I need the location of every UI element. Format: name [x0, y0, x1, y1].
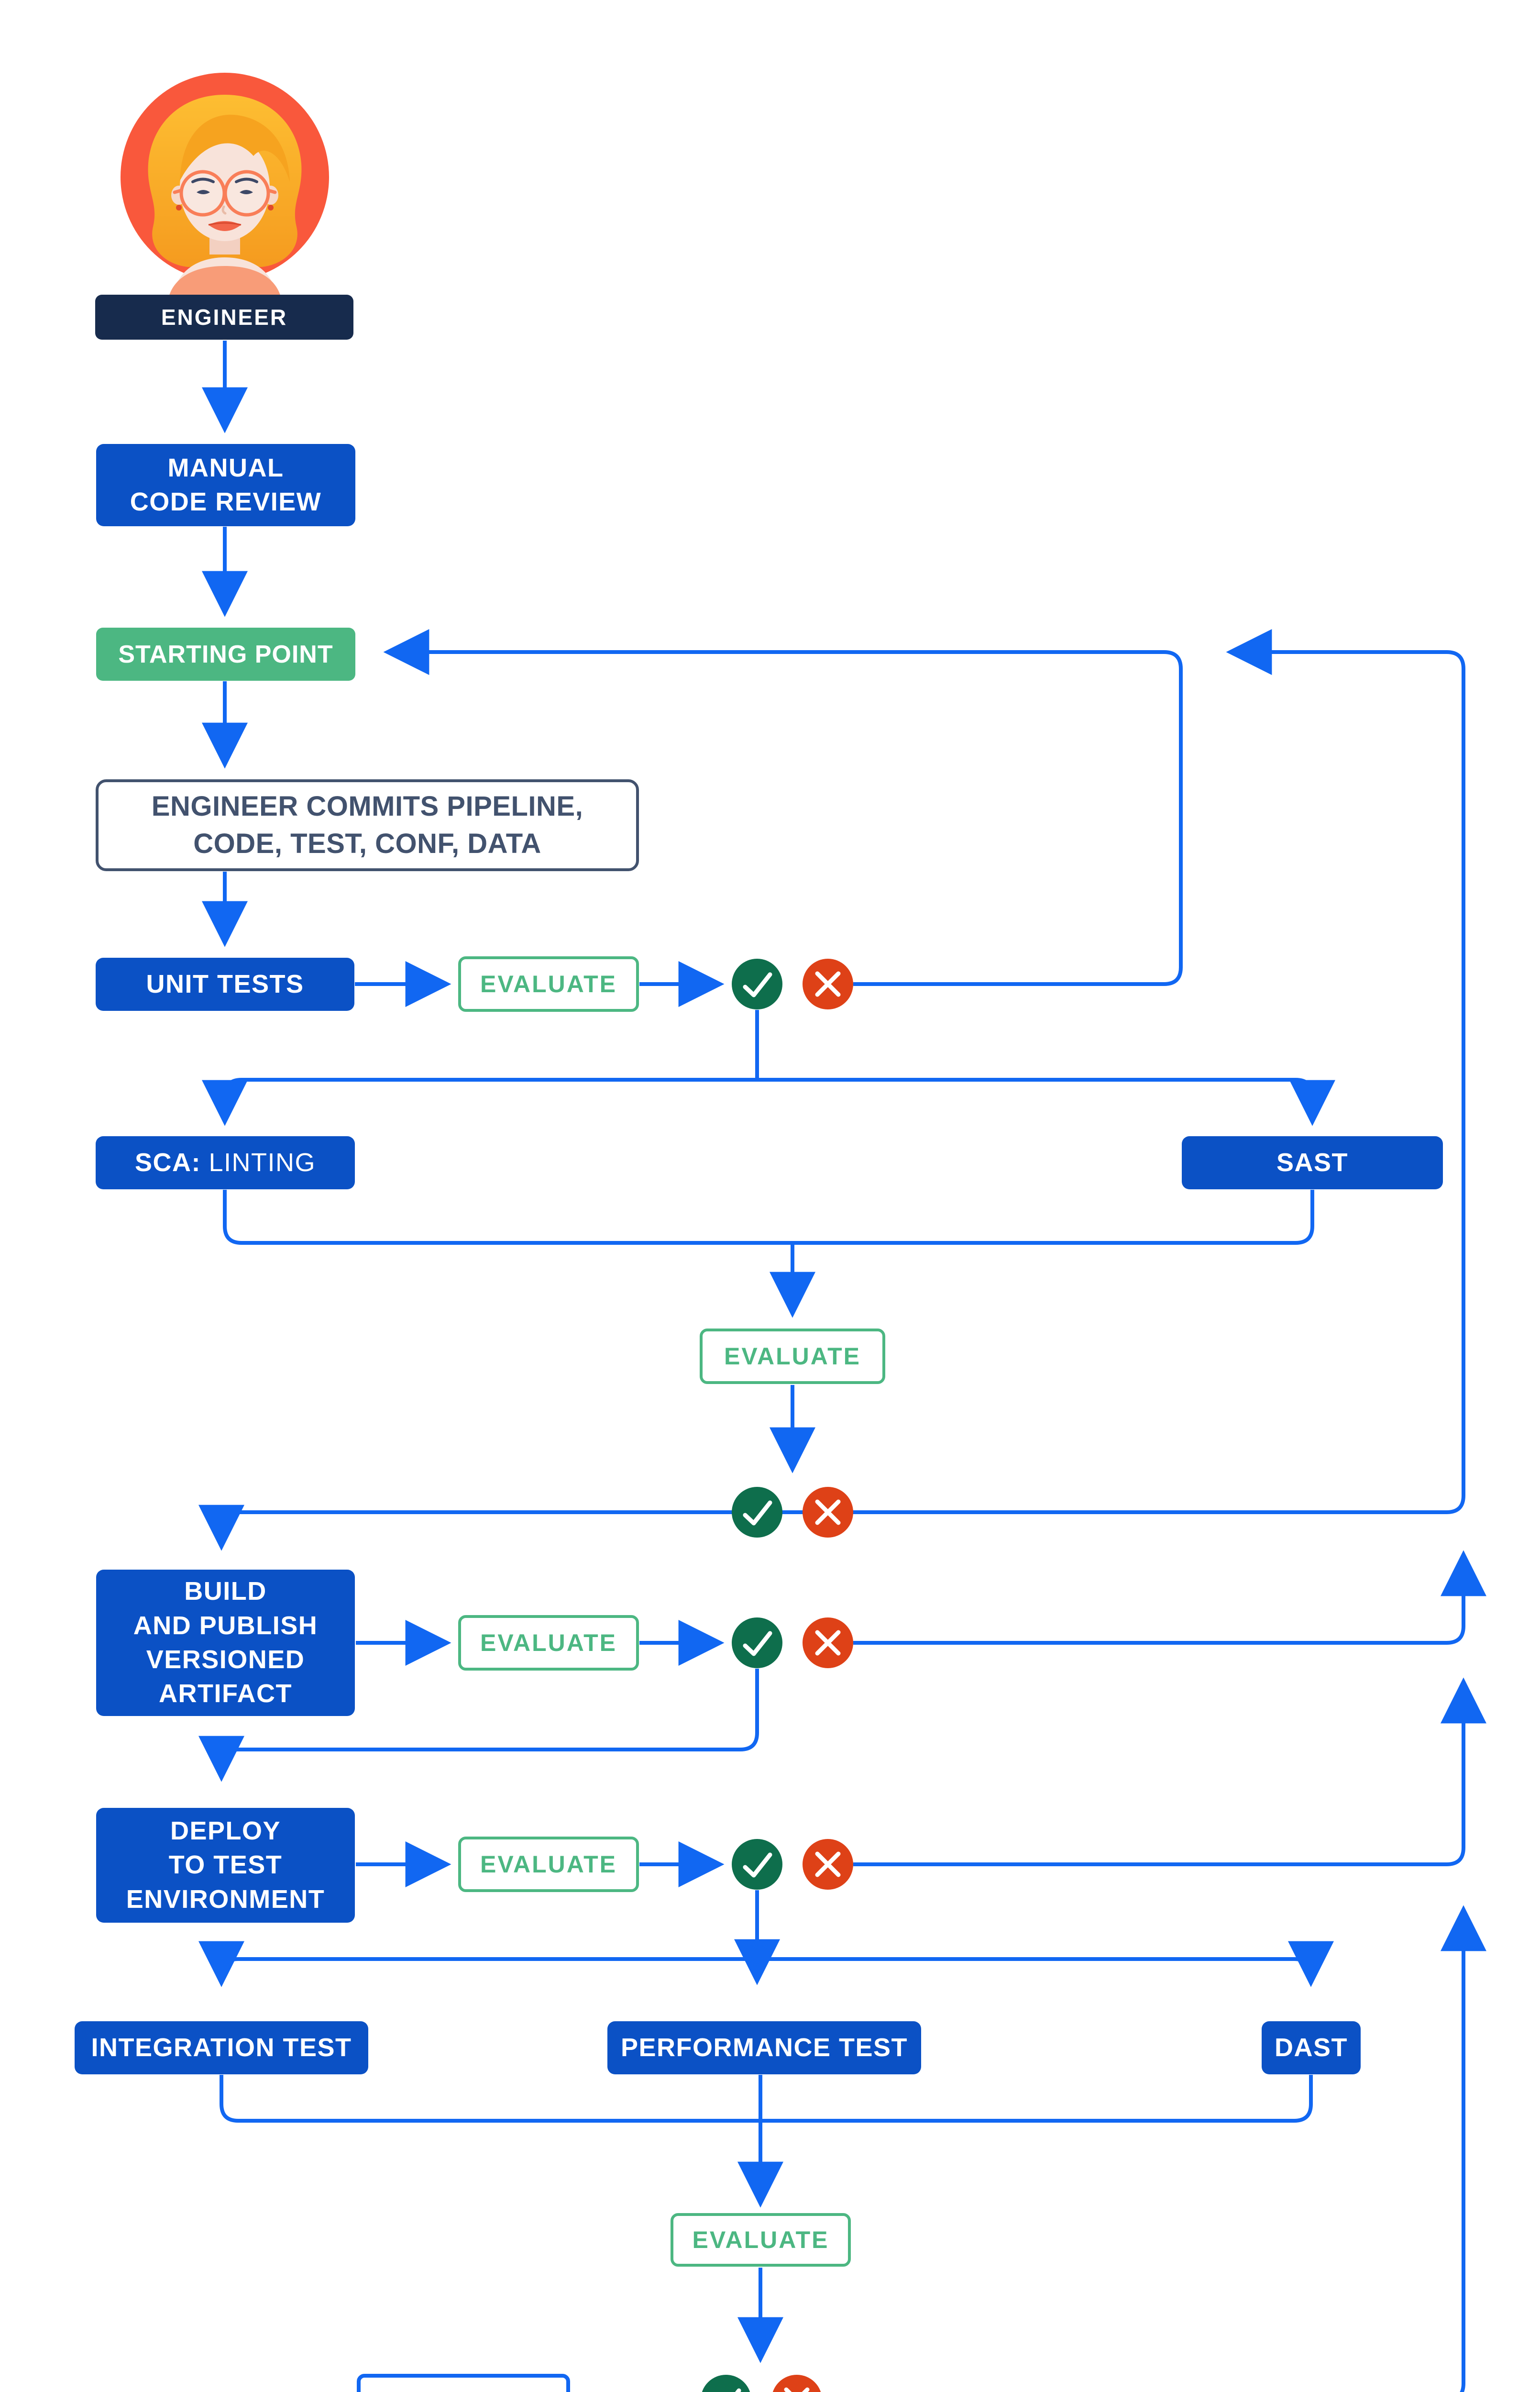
sca-rest-text: LINTING — [200, 1148, 316, 1177]
sast-text: SAST — [1276, 1148, 1349, 1177]
sca-prefix-text: SCA: — [134, 1148, 201, 1177]
node-manual-code-review: MANUAL CODE REVIEW — [96, 444, 355, 526]
evaluate-text: EVALUATE — [480, 1629, 617, 1656]
engineer-label: ENGINEER — [95, 295, 353, 340]
edge-merge-tests — [220, 2075, 1313, 2123]
starting-point-text: STARTING POINT — [118, 640, 333, 668]
evaluate-text: EVALUATE — [724, 1343, 861, 1370]
x-icon — [803, 959, 853, 1009]
manual-code-review-text: MANUAL CODE REVIEW — [130, 453, 322, 516]
evaluate-text: EVALUATE — [480, 1851, 617, 1878]
engineer-avatar — [96, 67, 354, 306]
node-evaluate-deploy: EVALUATE — [458, 1837, 639, 1892]
edge-fail-5-feedback — [1441, 1905, 1486, 2392]
check-icon — [732, 1487, 782, 1538]
dast-text: DAST — [1275, 2033, 1348, 2062]
edge-fail-2-to-starting — [853, 629, 1465, 1514]
node-evaluate-unit: EVALUATE — [458, 956, 639, 1012]
node-performance-test: PERFORMANCE TEST — [607, 2021, 921, 2074]
x-icon — [803, 1839, 853, 1890]
node-dast: DAST — [1262, 2021, 1361, 2074]
evaluate-text: EVALUATE — [692, 2226, 829, 2253]
next-phase-text: NEXT PHASE — [385, 2387, 542, 2392]
node-sast: SAST — [1182, 1136, 1443, 1189]
x-icon — [803, 1617, 853, 1668]
node-integration-test: INTEGRATION TEST — [75, 2021, 368, 2074]
node-evaluate-tests: EVALUATE — [671, 2213, 851, 2267]
check-icon — [732, 1839, 782, 1890]
edge-merge-sca-sast — [223, 1190, 1314, 1245]
edge-pass-2-to-build — [198, 1505, 737, 1551]
woman-engineer-avatar-icon — [121, 73, 329, 306]
integration-test-text: INTEGRATION TEST — [91, 2033, 352, 2062]
edge-split-sca-sast — [202, 1078, 1335, 1126]
check-icon — [702, 2375, 750, 2392]
node-next-phase: NEXT PHASE — [357, 2374, 570, 2392]
x-icon — [803, 1487, 853, 1538]
performance-test-text: PERFORMANCE TEST — [620, 2033, 908, 2062]
node-build-artifact: BUILD AND PUBLISH VERSIONED ARTIFACT — [96, 1570, 355, 1716]
unit-tests-text: UNIT TESTS — [146, 969, 304, 998]
evaluate-text: EVALUATE — [480, 971, 617, 997]
deploy-test-env-text: DEPLOY TO TEST ENVIRONMENT — [126, 1816, 325, 1914]
engineer-commits-text: ENGINEER COMMITS PIPELINE, CODE, TEST, C… — [151, 790, 583, 859]
edge-fail-3-feedback — [853, 1550, 1486, 1645]
node-engineer-commits: ENGINEER COMMITS PIPELINE, CODE, TEST, C… — [96, 779, 639, 871]
node-unit-tests: UNIT TESTS — [96, 958, 354, 1011]
result-icons — [702, 959, 853, 2392]
check-icon — [732, 1617, 782, 1668]
edge-fail-1-to-starting — [383, 629, 1183, 986]
node-evaluate-static: EVALUATE — [700, 1329, 885, 1384]
x-icon — [772, 2375, 821, 2392]
node-sca-linting: SCA: LINTING — [96, 1136, 355, 1189]
node-starting-point: STARTING POINT — [96, 628, 355, 681]
engineer-label-text: ENGINEER — [161, 305, 288, 330]
node-deploy-test-env: DEPLOY TO TEST ENVIRONMENT — [96, 1808, 355, 1923]
edge-split-tests — [198, 1941, 1334, 1987]
check-icon — [732, 959, 782, 1009]
edge-fail-4-feedback — [853, 1677, 1486, 1866]
edge-pass-3-to-deploy — [198, 1669, 759, 1782]
node-evaluate-build: EVALUATE — [458, 1615, 639, 1671]
build-artifact-text: BUILD AND PUBLISH VERSIONED ARTIFACT — [133, 1577, 318, 1708]
